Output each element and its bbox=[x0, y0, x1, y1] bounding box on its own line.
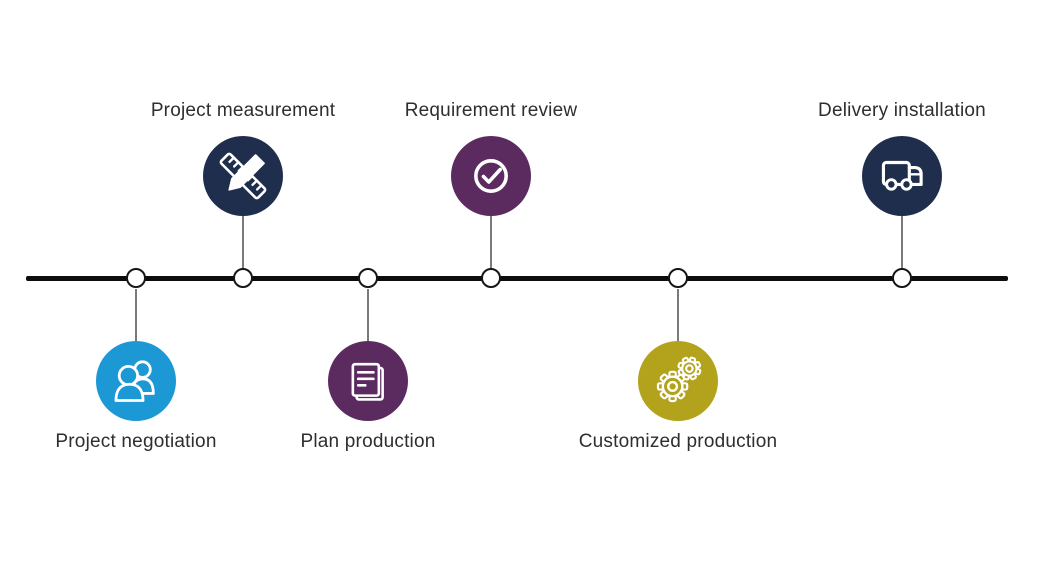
timeline-node bbox=[668, 268, 688, 288]
step-icon-circle bbox=[328, 341, 408, 421]
people-icon bbox=[114, 360, 155, 402]
step-label: Plan production bbox=[300, 431, 436, 452]
connector-line bbox=[901, 215, 903, 269]
timeline-node bbox=[358, 268, 378, 288]
connector-line bbox=[242, 215, 244, 269]
connector-line bbox=[135, 289, 137, 343]
ruler-pencil-icon bbox=[219, 152, 267, 200]
step-icon-circle bbox=[451, 136, 531, 216]
connector-line bbox=[367, 289, 369, 343]
step-icon-circle bbox=[638, 341, 718, 421]
step-label: Project measurement bbox=[150, 100, 336, 121]
step-label: Delivery installation bbox=[818, 100, 986, 121]
timeline-node bbox=[481, 268, 501, 288]
check-circle-icon bbox=[474, 159, 508, 193]
step-icon-circle bbox=[862, 136, 942, 216]
step-label: Requirement review bbox=[404, 100, 578, 121]
step-icon-circle bbox=[96, 341, 176, 421]
timeline-node bbox=[233, 268, 253, 288]
connector-line bbox=[490, 215, 492, 269]
timeline-node bbox=[892, 268, 912, 288]
step-label: Project negotiation bbox=[55, 431, 217, 452]
truck-icon bbox=[881, 160, 923, 191]
timeline-line bbox=[26, 276, 1008, 281]
step-icon-circle bbox=[203, 136, 283, 216]
step-label: Customized production bbox=[578, 431, 778, 452]
connector-line bbox=[677, 289, 679, 343]
document-icon bbox=[351, 362, 384, 401]
gears-icon bbox=[656, 356, 702, 403]
timeline-node bbox=[126, 268, 146, 288]
